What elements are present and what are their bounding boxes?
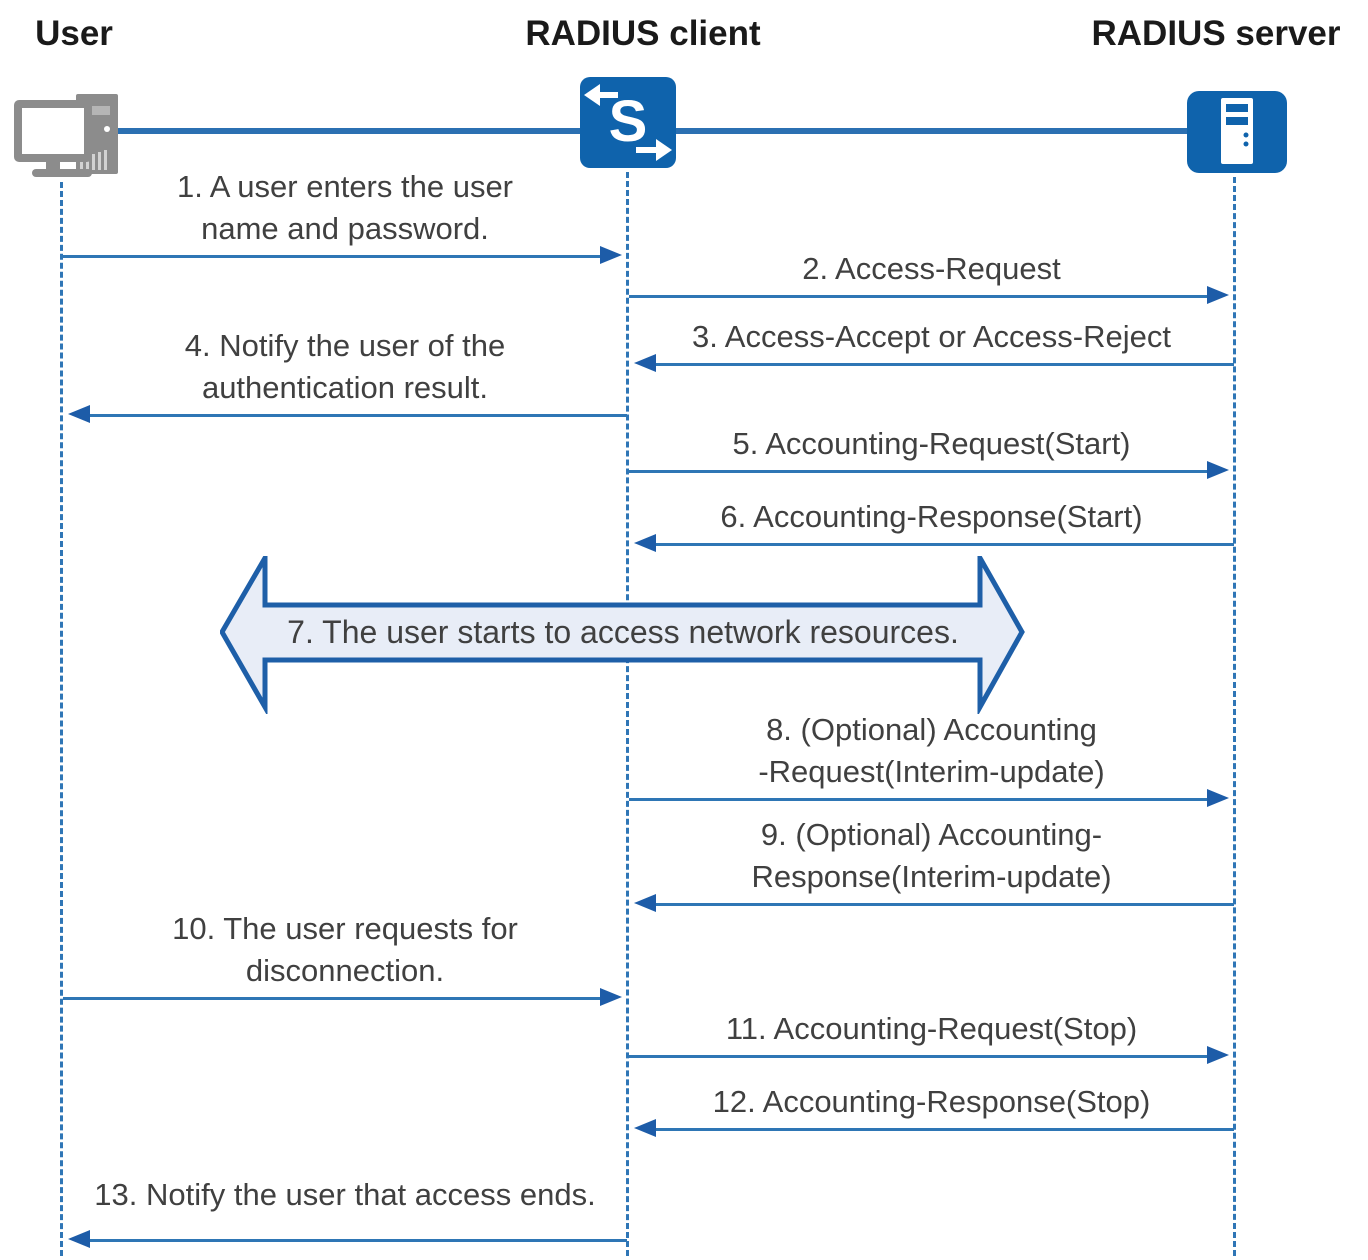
- message-6-arrowhead-icon: [634, 534, 656, 552]
- message-8-label-line: -Request(Interim-update): [758, 754, 1105, 789]
- message-9-label-line: Response(Interim-update): [751, 859, 1112, 894]
- actor-title-radius-server: RADIUS server: [1091, 14, 1341, 53]
- message-8-label: 8. (Optional) Accounting -Request(Interim…: [612, 709, 1252, 793]
- message-4-label-line: authentication result.: [201, 370, 489, 405]
- switch-arrow-left-icon: [584, 84, 618, 106]
- message-9-arrow-line: [652, 903, 1234, 906]
- message-3-label: 3. Access-Accept or Access-Reject: [612, 316, 1252, 358]
- message-2-arrow-line: [629, 295, 1211, 298]
- message-10-label: 10. The user requests for disconnection.: [65, 908, 625, 992]
- message-6-label: 6. Accounting-Response(Start): [612, 496, 1252, 538]
- message-13-arrow-line: [86, 1239, 627, 1242]
- message-3-label-line: 3. Access-Accept or Access-Reject: [692, 319, 1171, 354]
- message-10-label-line: disconnection.: [245, 953, 445, 988]
- message-9-label: 9. (Optional) Accounting- Response(Interi…: [612, 814, 1252, 898]
- message-12-arrowhead-icon: [634, 1119, 656, 1137]
- message-1-label: 1. A user enters the user name and passwo…: [65, 166, 625, 250]
- message-2-arrowhead-icon: [1207, 286, 1229, 304]
- computer-monitor: [14, 100, 92, 162]
- message-8-arrowhead-icon: [1207, 789, 1229, 807]
- message-11-label-line: 11. Accounting-Request(Stop): [725, 1011, 1138, 1046]
- network-access-band-label: 7. The user starts to access network res…: [287, 614, 959, 650]
- switch-icon: S: [580, 77, 676, 168]
- server-glyph: [1221, 98, 1253, 164]
- message-2-label-line: 2. Access-Request: [802, 251, 1061, 286]
- switch-arrow-right-icon: [636, 139, 672, 161]
- message-11-arrow-line: [629, 1055, 1211, 1058]
- message-9-label-line: 9. (Optional) Accounting-: [760, 817, 1103, 852]
- message-12-arrow-line: [652, 1128, 1234, 1131]
- switch-glyph: S: [584, 84, 672, 161]
- message-13-label-line: 13. Notify the user that access ends.: [94, 1177, 596, 1212]
- message-4-label-line: 4. Notify the user of the: [184, 328, 506, 363]
- message-12-label-line: 12. Accounting-Response(Stop): [712, 1084, 1151, 1119]
- server-icon: [1187, 91, 1287, 173]
- message-4-label: 4. Notify the user of the authentication …: [65, 325, 625, 409]
- lifeline-radius-client: [626, 172, 629, 1256]
- message-6-arrow-line: [652, 543, 1234, 546]
- message-1-arrowhead-icon: [600, 246, 622, 264]
- message-11-label: 11. Accounting-Request(Stop): [612, 1008, 1252, 1050]
- message-11-arrowhead-icon: [1207, 1046, 1229, 1064]
- message-1-arrow-line: [63, 255, 604, 258]
- actor-title-user: User: [35, 14, 113, 53]
- switch-letter: S: [609, 89, 648, 154]
- message-3-arrowhead-icon: [634, 354, 656, 372]
- message-13-arrowhead-icon: [68, 1230, 90, 1248]
- message-1-label-line: 1. A user enters the user: [176, 169, 514, 204]
- message-5-arrow-line: [629, 470, 1211, 473]
- lifeline-user: [60, 182, 63, 1256]
- message-5-label-line: 5. Accounting-Request(Start): [732, 426, 1131, 461]
- actor-title-radius-client: RADIUS client: [525, 14, 761, 53]
- network-access-double-arrow: [220, 556, 1025, 714]
- message-10-arrowhead-icon: [600, 988, 622, 1006]
- message-1-label-line: name and password.: [201, 211, 489, 246]
- message-5-arrowhead-icon: [1207, 461, 1229, 479]
- message-10-arrow-line: [63, 997, 604, 1000]
- message-4-arrow-line: [86, 414, 627, 417]
- message-13-label: 13. Notify the user that access ends.: [65, 1174, 625, 1216]
- message-3-arrow-line: [652, 363, 1234, 366]
- message-4-arrowhead-icon: [68, 405, 90, 423]
- computer-icon: [14, 92, 120, 177]
- message-2-label: 2. Access-Request: [612, 248, 1252, 290]
- message-6-label-line: 6. Accounting-Response(Start): [720, 499, 1143, 534]
- message-9-arrowhead-icon: [634, 894, 656, 912]
- message-12-label: 12. Accounting-Response(Stop): [612, 1081, 1252, 1123]
- message-10-label-line: 10. The user requests for: [172, 911, 518, 946]
- message-8-arrow-line: [629, 798, 1211, 801]
- message-8-label-line: 8. (Optional) Accounting: [766, 712, 1097, 747]
- lifeline-radius-server: [1233, 177, 1236, 1256]
- message-5-label: 5. Accounting-Request(Start): [612, 423, 1252, 465]
